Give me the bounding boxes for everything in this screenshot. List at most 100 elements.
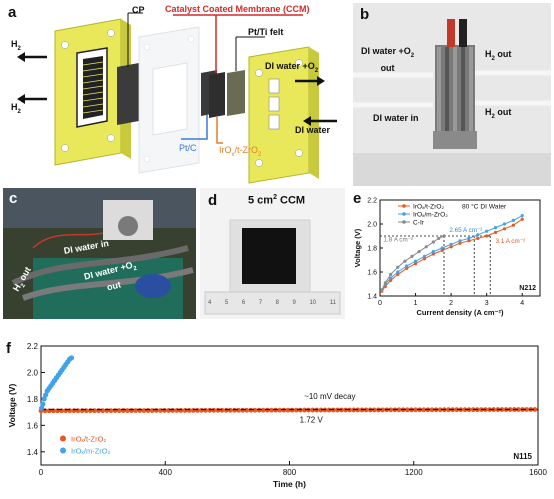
y-axis-label: Voltage (V)	[353, 228, 362, 267]
data-point	[236, 407, 241, 413]
photo-b-illustration	[353, 3, 551, 186]
data-point	[403, 259, 407, 263]
b-h2-out-top: H2 out	[485, 49, 512, 62]
data-point	[223, 407, 229, 413]
h2-label-top: H2	[11, 39, 21, 52]
data-point	[289, 407, 295, 413]
data-point	[388, 407, 394, 413]
data-point	[502, 222, 507, 226]
data-point	[240, 407, 246, 413]
y-tick-label: 2.0	[27, 368, 39, 377]
ruler-tick: 7	[258, 300, 263, 306]
data-point	[446, 407, 451, 413]
panel-b: b DI water +O2 out H2 out H2 out DI wate…	[353, 3, 551, 186]
data-point	[371, 407, 377, 413]
data-point	[211, 407, 217, 413]
panel-label-e: e	[353, 190, 362, 207]
data-point	[260, 407, 266, 413]
data-point	[207, 407, 213, 413]
data-point	[485, 229, 489, 233]
data-point	[277, 407, 283, 413]
x-axis-label: Time (h)	[273, 479, 306, 489]
panel-label-f: f	[6, 340, 11, 357]
legend-label: IrOₓ/t-ZrO₂	[413, 203, 445, 210]
data-point	[485, 234, 489, 238]
data-point	[440, 248, 444, 252]
data-point	[431, 240, 435, 244]
data-point	[232, 407, 237, 413]
data-point	[396, 272, 400, 276]
data-point	[273, 407, 278, 413]
current-annotation: 1.8 A cm⁻²	[384, 236, 414, 243]
data-point	[424, 245, 428, 249]
data-point	[293, 407, 299, 413]
x-tick-label: 0	[39, 468, 44, 477]
data-point	[174, 408, 180, 413]
x-tick-label: 1200	[405, 468, 423, 477]
legend-swatch-marker	[402, 220, 406, 224]
data-point	[182, 408, 188, 413]
data-point	[145, 408, 151, 413]
legend-label: IrOₓ/m-ZrO₂	[413, 211, 448, 218]
legend-swatch-marker	[60, 435, 66, 442]
data-point	[137, 408, 143, 413]
data-point	[410, 254, 414, 258]
b-dw-o2-out: DI water +O2 out	[361, 46, 415, 73]
data-point	[389, 272, 393, 276]
data-point	[476, 233, 480, 237]
ruler-tick: 9	[292, 300, 296, 306]
data-point	[203, 407, 209, 413]
y-tick-label: 1.6	[27, 421, 39, 430]
x-tick-label: 1600	[529, 468, 547, 477]
panel-label-d: d	[208, 192, 218, 209]
data-point	[462, 407, 468, 413]
data-point	[310, 407, 316, 413]
cp-label: CP	[132, 5, 145, 15]
data-point	[153, 408, 159, 413]
ccm-anode-piece	[209, 72, 225, 118]
panel-label-a: a	[8, 4, 17, 21]
iro-label: IrOx/t-ZrO2	[219, 145, 262, 158]
panel-a: a CP Catalyst Coated Membrane (CCM) Pt/T…	[3, 3, 343, 186]
data-point	[449, 245, 453, 249]
data-point	[502, 227, 507, 231]
current-annotation: 2.65 A cm⁻²	[449, 227, 482, 234]
pt-ti-felt	[227, 70, 245, 116]
data-point	[532, 407, 538, 412]
data-point	[431, 250, 435, 254]
dw-in-label: DI water	[295, 125, 331, 135]
x-tick-label: 4	[520, 300, 524, 307]
ruler-tick: 4	[208, 300, 212, 306]
cell-schematic	[17, 12, 337, 184]
data-point	[285, 407, 291, 413]
data-point	[476, 236, 480, 240]
membrane-label: N212	[519, 285, 536, 292]
data-point	[219, 407, 225, 413]
data-point	[440, 246, 444, 250]
data-point	[252, 407, 258, 413]
ruler-tick: 5	[224, 300, 229, 306]
data-point	[380, 407, 386, 413]
data-point	[141, 408, 147, 413]
x-tick-label: 800	[283, 468, 297, 477]
data-point	[39, 405, 45, 411]
data-point	[405, 264, 409, 268]
data-point	[199, 407, 204, 413]
data-point	[264, 407, 270, 413]
data-point	[40, 401, 46, 407]
ruler-tick: 8	[275, 300, 279, 306]
data-point	[516, 407, 521, 412]
ruler-tick: 6	[241, 300, 246, 306]
chart-annotation: 1.72 V	[300, 416, 324, 425]
data-point	[405, 266, 409, 270]
data-point	[404, 407, 410, 413]
legend-condition: 80 °C DI Water	[462, 202, 507, 210]
ptc-label: Pt/C	[179, 143, 197, 153]
ccm-label: Catalyst Coated Membrane (CCM)	[165, 4, 310, 14]
data-point	[493, 226, 498, 230]
legend-swatch-marker	[402, 204, 406, 208]
chart-annotation: ~10 mV decay	[304, 392, 355, 401]
